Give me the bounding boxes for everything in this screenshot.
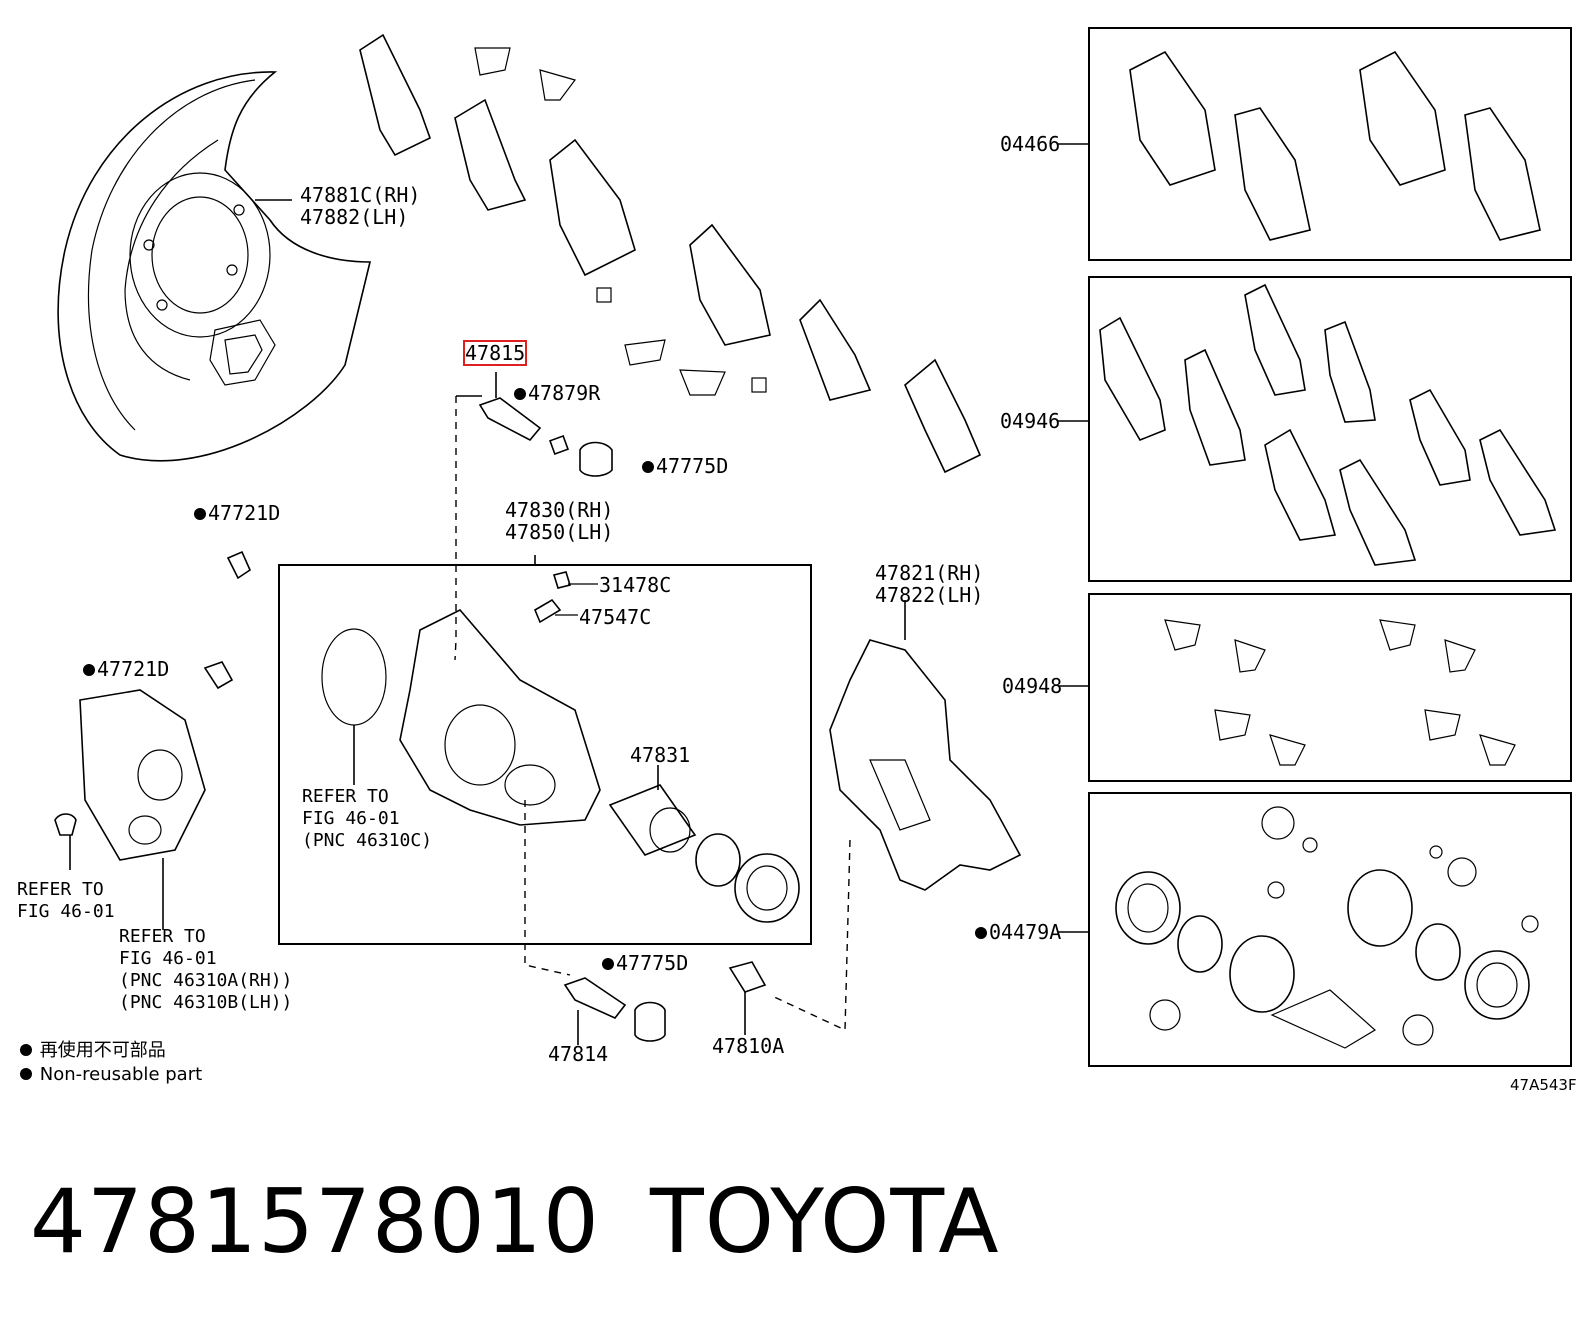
piston-seals — [608, 765, 800, 923]
mounting-bracket — [769, 600, 1022, 1032]
legend-en: Non-reusable part — [20, 1064, 202, 1086]
refer-left-line1: REFER TO — [17, 879, 104, 900]
pads-main — [359, 33, 982, 474]
label-47879R[interactable]: 47879R — [514, 382, 600, 404]
bolt-47810A — [728, 961, 767, 993]
label-47822[interactable]: 47822(LH) — [875, 583, 984, 607]
label-47721D-b[interactable]: 47721D — [83, 658, 169, 680]
label-04946[interactable]: 04946 — [1000, 409, 1061, 433]
dust-shield — [57, 71, 372, 462]
label-47775D-top[interactable]: 47775D — [642, 455, 728, 477]
non-reusable-dot-icon — [642, 461, 654, 473]
bolt-47814 — [563, 977, 627, 1019]
label-04466[interactable]: 04466 — [1000, 132, 1061, 156]
nut-47775D-bottom — [634, 1001, 666, 1042]
bleeder-cap — [552, 571, 572, 589]
bolt-47721D-b — [203, 661, 234, 690]
caliper-body — [321, 555, 601, 976]
legend-jp: 再使用不可部品 — [20, 1040, 166, 1062]
brand-title: TOYOTA — [650, 1170, 1000, 1273]
part-number-title: 4781578010 — [30, 1170, 600, 1273]
refer-caliper-line3: (PNC 46310C) — [302, 830, 433, 851]
non-reusable-dot-icon — [194, 508, 206, 520]
label-47814[interactable]: 47814 — [548, 1042, 609, 1066]
kit-box-04479A — [1088, 792, 1572, 1067]
figure-code: 47A543F — [1510, 1076, 1577, 1094]
label-47882[interactable]: 47882(LH) — [300, 205, 409, 229]
refer-motor-line1: REFER TO — [119, 926, 206, 947]
label-47815-highlighted[interactable]: 47815 — [462, 340, 528, 366]
kit-04948-clips — [1058, 619, 1516, 766]
label-47881C[interactable]: 47881C(RH) — [300, 183, 421, 207]
bolt-47721D-a — [226, 550, 252, 580]
refer-left-line2: FIG 46-01 — [17, 901, 115, 922]
non-reusable-dot-icon — [975, 927, 987, 939]
label-31478C[interactable]: 31478C — [599, 573, 672, 597]
parking-brake-motor — [54, 689, 206, 930]
non-reusable-dot-icon — [20, 1044, 32, 1056]
non-reusable-dot-icon — [602, 958, 614, 970]
label-47721D-a[interactable]: 47721D — [194, 502, 280, 524]
non-reusable-dot-icon — [20, 1068, 32, 1080]
refer-caliper-line2: FIG 46-01 — [302, 808, 400, 829]
label-47775D-bottom[interactable]: 47775D — [602, 952, 688, 974]
label-47810A[interactable]: 47810A — [712, 1034, 785, 1058]
kit-box-04948 — [1088, 593, 1572, 782]
kit-box-04466 — [1088, 27, 1572, 261]
slide-pin-47815 — [454, 372, 613, 661]
kit-04466-pads — [1058, 50, 1541, 241]
label-47830[interactable]: 47830(RH) — [505, 498, 614, 522]
non-reusable-dot-icon — [83, 664, 95, 676]
kit-04479A-seals — [1058, 806, 1539, 1049]
label-47547C[interactable]: 47547C — [579, 605, 652, 629]
refer-motor-line2: FIG 46-01 — [119, 948, 217, 969]
non-reusable-dot-icon — [514, 388, 526, 400]
kit-box-04946 — [1088, 276, 1572, 582]
bleeder-screw — [533, 598, 562, 624]
refer-motor-line3: (PNC 46310A(RH)) — [119, 970, 293, 991]
label-47821[interactable]: 47821(RH) — [875, 561, 984, 585]
kit-04946-shims — [1058, 283, 1557, 566]
label-47850[interactable]: 47850(LH) — [505, 520, 614, 544]
label-47831[interactable]: 47831 — [630, 743, 691, 767]
refer-caliper-line1: REFER TO — [302, 786, 389, 807]
caliper-group-box — [278, 564, 812, 945]
label-04948[interactable]: 04948 — [1002, 674, 1063, 698]
label-04479A[interactable]: 04479A — [975, 921, 1061, 943]
refer-motor-line4: (PNC 46310B(LH)) — [119, 992, 293, 1013]
